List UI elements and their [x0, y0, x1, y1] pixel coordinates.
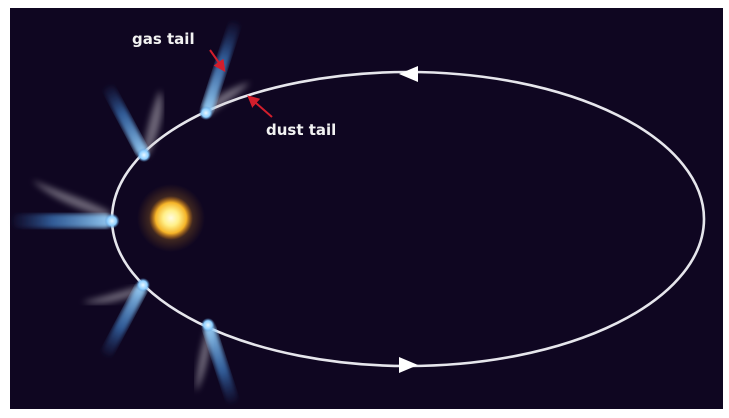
comet-icon: [196, 318, 238, 404]
gas-tail: [104, 85, 148, 156]
gas-tail: [203, 324, 238, 404]
comet-nucleus: [137, 148, 151, 162]
dust-tail-label: dust tail: [266, 121, 336, 139]
comet-icon: [104, 85, 163, 162]
sun-icon: [137, 184, 205, 252]
comet-icon: [12, 180, 120, 229]
space-background: [10, 8, 723, 409]
dust-tail: [32, 180, 110, 218]
comet-nucleus: [201, 318, 215, 332]
dust-tail-pointer: [247, 95, 273, 118]
comet-nucleus: [199, 106, 213, 120]
gas-tail-label: gas tail: [132, 30, 195, 48]
comet-icon: [82, 278, 150, 357]
dust-tail: [204, 82, 250, 115]
comet-nucleus: [136, 278, 150, 292]
direction-arrow-icon: [399, 66, 418, 82]
dust-tail: [142, 90, 163, 156]
gas-tail: [102, 284, 147, 357]
dust-tail: [196, 330, 212, 392]
direction-arrow-icon: [399, 357, 418, 373]
gas-tail: [12, 214, 112, 228]
comet-nucleus: [104, 213, 120, 229]
dust-tail: [82, 286, 142, 304]
gas-tail-pointer: [209, 49, 226, 72]
